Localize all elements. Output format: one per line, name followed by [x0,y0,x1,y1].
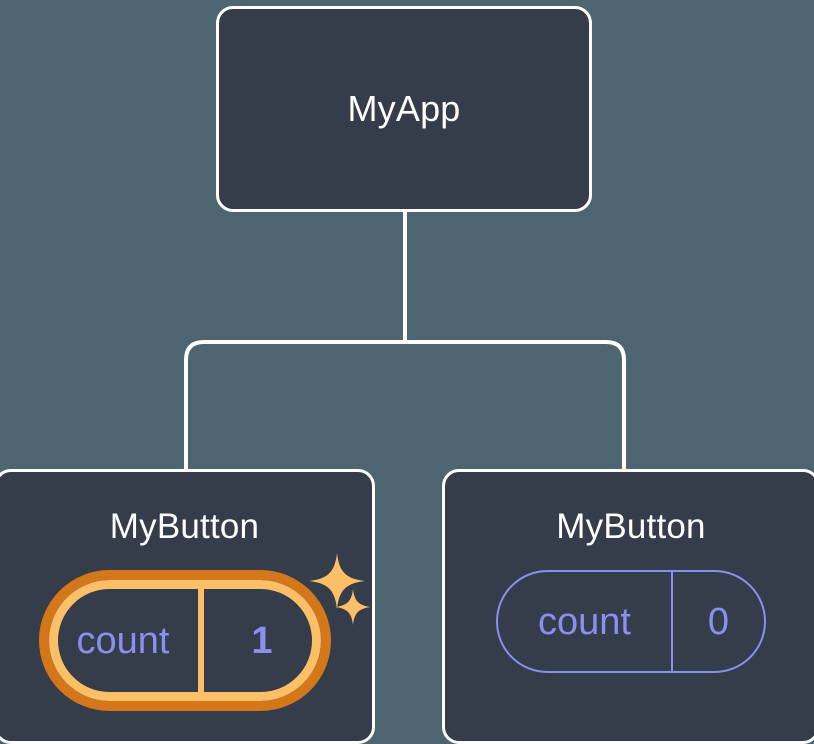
state-key-cell: count [49,580,204,701]
state-value-cell: 0 [673,572,764,671]
node-mybutton-left[interactable]: MyButton count 1 [0,469,375,744]
state-key-cell: count [498,572,673,671]
state-key-label: count [76,619,170,662]
node-title: MyApp [347,88,461,129]
connector-branch-bus [184,340,626,469]
node-title: MyButton [109,507,260,546]
state-pill-wrapper: count 0 [496,570,766,673]
state-pill[interactable]: count 0 [496,570,766,673]
state-pill-highlighted[interactable]: count 1 [38,570,331,711]
node-mybutton-right[interactable]: MyButton count 0 [442,469,814,744]
node-myapp[interactable]: MyApp [216,6,592,212]
state-value-label: 0 [707,600,730,643]
state-key-label: count [538,600,631,643]
state-value-cell: 1 [204,580,321,701]
state-value-label: 1 [251,619,273,662]
state-pill-wrapper: count 1 [38,570,331,711]
node-title: MyButton [556,507,706,546]
